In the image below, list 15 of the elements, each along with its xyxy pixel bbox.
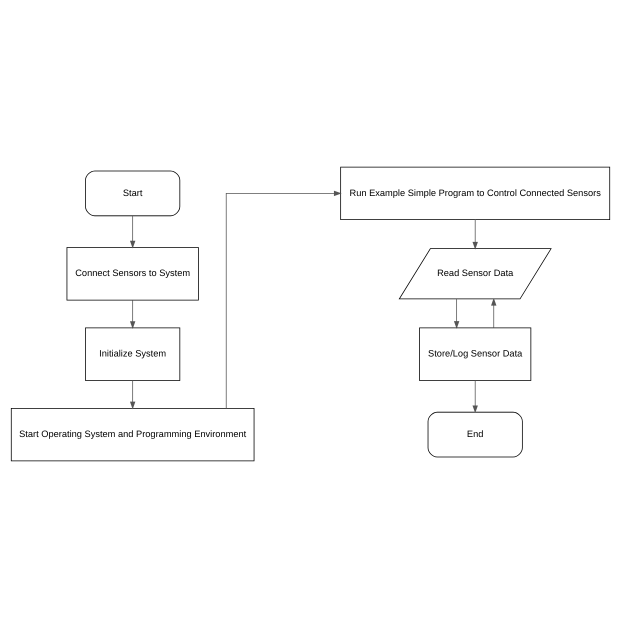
arrow bbox=[130, 380, 136, 410]
node-box: Store/Log Sensor Data bbox=[419, 328, 532, 381]
node-box: Start Operating System and Programming Environment bbox=[10, 408, 254, 462]
arrow bbox=[226, 190, 342, 408]
arrow bbox=[472, 219, 478, 250]
arrow bbox=[491, 298, 496, 328]
arrow bbox=[130, 300, 136, 329]
arrow bbox=[130, 216, 136, 249]
node-box: End bbox=[428, 412, 523, 458]
node-box: Connect Sensors to System bbox=[66, 247, 199, 300]
node-box: Start bbox=[85, 170, 180, 216]
node-box: Run Example Simple Program to Control Connected Sensors bbox=[340, 166, 610, 220]
arrow bbox=[472, 380, 478, 414]
node-box: Initialize System bbox=[85, 328, 180, 381]
arrow bbox=[454, 298, 460, 329]
